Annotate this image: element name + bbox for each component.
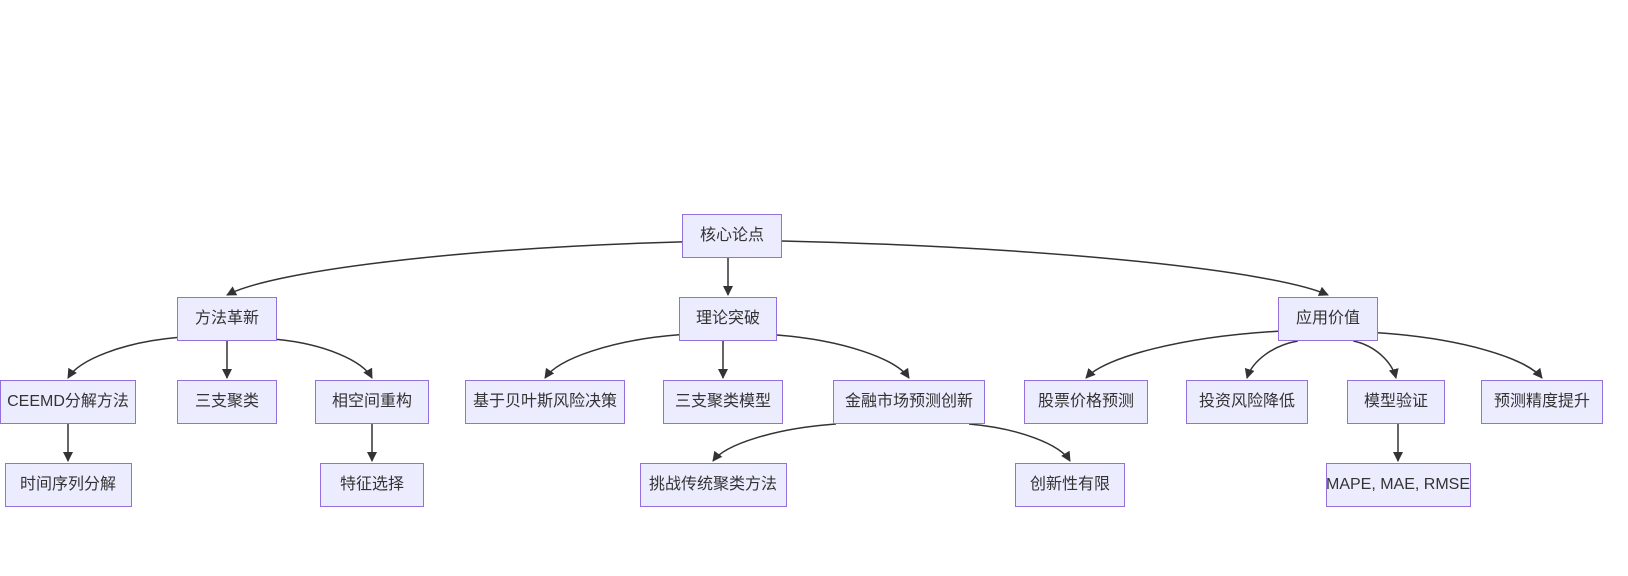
flowchart-node-ceemd: CEEMD分解方法: [0, 380, 136, 424]
edge-theory-to-bayes: [544, 334, 680, 379]
flowchart-node-precision: 预测精度提升: [1481, 380, 1603, 424]
flowchart-node-root: 核心论点: [682, 214, 782, 258]
edge-value-to-stock: [1085, 330, 1279, 379]
flowchart-node-theory: 理论突破: [679, 297, 777, 341]
edge-finance-to-challenge: [712, 423, 836, 462]
flowchart-node-validate: 模型验证: [1347, 380, 1445, 424]
flowchart-node-stock: 股票价格预测: [1024, 380, 1148, 424]
edge-finance-to-limited: [968, 423, 1071, 462]
flowchart-node-challenge: 挑战传统聚类方法: [639, 463, 787, 507]
flowchart-node-risk: 投资风险降低: [1186, 380, 1308, 424]
flowchart-node-featsel: 特征选择: [320, 463, 424, 507]
edge-method-to-phase: [276, 338, 373, 379]
edge-root-to-method: [226, 241, 683, 296]
flowchart-node-bayes: 基于贝叶斯风险决策: [465, 380, 625, 424]
flowchart-node-finance: 金融市场预测创新: [833, 380, 985, 424]
flowchart-node-limited: 创新性有限: [1015, 463, 1125, 507]
flowchart-node-value: 应用价值: [1278, 297, 1378, 341]
flowchart-node-phase: 相空间重构: [315, 380, 429, 424]
flowchart-node-method: 方法革新: [177, 297, 277, 341]
edge-root-to-value: [781, 240, 1329, 296]
edge-value-to-precision: [1377, 332, 1543, 379]
flowchart-node-mape: MAPE, MAE, RMSE: [1325, 463, 1471, 507]
flowchart-node-tsdecomp: 时间序列分解: [4, 463, 132, 507]
flowchart-node-threeway: 三支聚类: [177, 380, 277, 424]
edge-value-to-risk: [1244, 340, 1298, 379]
edge-method-to-ceemd: [67, 336, 178, 379]
edge-value-to-validate: [1353, 340, 1399, 379]
flowchart-node-threemodel: 三支聚类模型: [663, 380, 783, 424]
edge-theory-to-finance: [776, 334, 910, 379]
